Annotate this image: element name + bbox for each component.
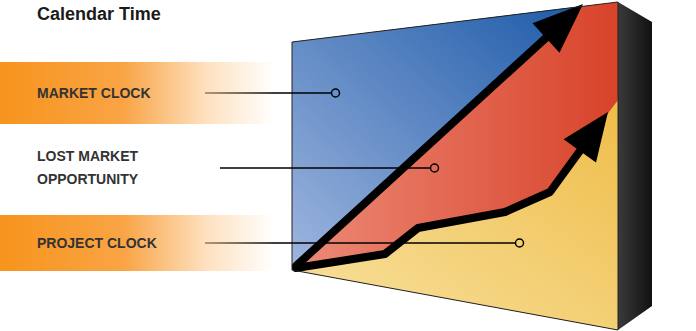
project-arrowhead	[564, 112, 608, 163]
band-label: PROJECT CLOCK	[37, 235, 157, 251]
project-clock-area	[292, 100, 618, 330]
lost-opportunity-area	[292, 2, 618, 330]
label-band: MARKET CLOCK	[0, 62, 275, 124]
diagram-title: Calendar Time	[37, 4, 161, 25]
box-outline	[292, 2, 618, 330]
leader-line	[220, 167, 430, 169]
label-band: PROJECT CLOCK	[0, 215, 275, 271]
leader-dot	[516, 239, 524, 247]
market-arrow	[296, 36, 548, 266]
area-label: LOST MARKET OPPORTUNITY	[37, 145, 177, 191]
project-arrow	[296, 148, 582, 268]
leader-dot	[431, 164, 439, 172]
band-label: MARKET CLOCK	[37, 85, 151, 101]
leader-dot	[332, 89, 340, 97]
box-side	[618, 2, 652, 330]
